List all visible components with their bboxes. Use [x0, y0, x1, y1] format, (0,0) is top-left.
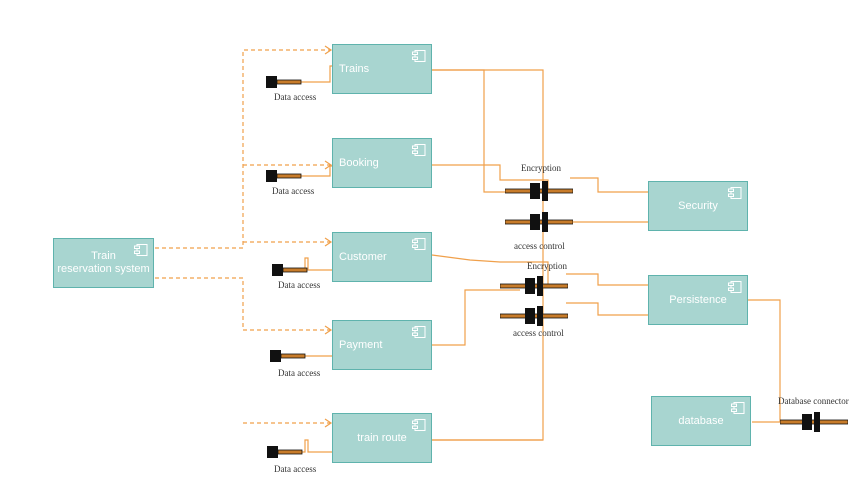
plug-icon — [266, 76, 302, 88]
component-icon — [134, 244, 148, 256]
component-label: Persistence — [669, 293, 727, 306]
component-trains[interactable]: Trains — [332, 44, 432, 94]
component-label: database — [678, 414, 724, 427]
component-icon — [728, 187, 742, 199]
component-icon — [412, 326, 426, 338]
component-payment[interactable]: Payment — [332, 320, 432, 370]
data-access-label: Data access — [274, 92, 317, 102]
database-connector-label: Database connector — [778, 396, 849, 406]
component-label: Trains — [339, 62, 370, 75]
component-label: Customer — [339, 250, 387, 263]
data-access-label: Data access — [274, 464, 317, 474]
component-icon — [412, 144, 426, 156]
encryption-label: Encryption — [521, 163, 561, 173]
plug-icon — [267, 446, 303, 458]
component-icon — [412, 238, 426, 250]
component-booking[interactable]: Booking — [332, 138, 432, 188]
encryption-connector — [505, 181, 573, 201]
component-label: train route — [357, 431, 407, 444]
encryption-connector — [500, 276, 568, 296]
data-access-label: Data access — [272, 186, 315, 196]
database-connector — [780, 412, 848, 432]
component-train-route[interactable]: train route — [332, 413, 432, 463]
component-persistence[interactable]: Persistence — [648, 275, 748, 325]
data-access-label: Data access — [278, 368, 321, 378]
component-customer[interactable]: Customer — [332, 232, 432, 282]
component-database[interactable]: database — [651, 396, 751, 446]
plug-icon — [270, 350, 306, 362]
component-icon — [412, 419, 426, 431]
access-control-label: access control — [514, 241, 565, 251]
component-root[interactable]: Train reservation system — [53, 238, 154, 288]
component-icon — [728, 281, 742, 293]
component-label: Payment — [339, 338, 383, 351]
access-control-label: access control — [513, 328, 564, 338]
access-control-connector — [505, 212, 573, 232]
plug-icon — [266, 170, 302, 182]
component-security[interactable]: Security — [648, 181, 748, 231]
access-control-connector — [500, 306, 568, 326]
component-label: Security — [678, 199, 718, 212]
encryption-label: Encryption — [527, 261, 567, 271]
component-label: Booking — [339, 156, 379, 169]
plug-icon — [272, 264, 308, 276]
component-icon — [731, 402, 745, 414]
dependency-lines — [155, 49, 330, 424]
component-icon — [412, 50, 426, 62]
component-label: Train reservation system — [57, 250, 150, 275]
data-access-label: Data access — [278, 280, 321, 290]
